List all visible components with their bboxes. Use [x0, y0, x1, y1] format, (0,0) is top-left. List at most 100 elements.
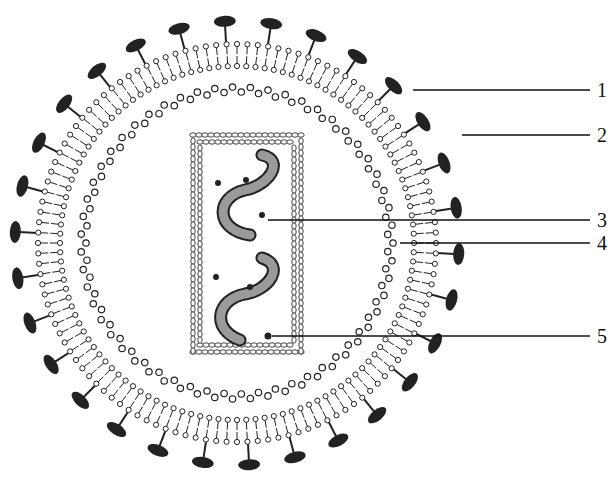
matrix-protein [117, 335, 123, 341]
lipid-head [409, 268, 414, 273]
lipid-tail [44, 202, 52, 204]
capsid-protein [190, 133, 196, 137]
lipid-tail [206, 430, 207, 438]
lipid-head [116, 372, 121, 377]
capsid-protein [226, 133, 232, 137]
lipid-head [262, 415, 267, 420]
lipid-head [180, 409, 185, 414]
glycoprotein-spike [29, 130, 49, 155]
capsid-protein [292, 199, 296, 205]
capsid-protein [202, 133, 208, 137]
capsid-protein [292, 350, 298, 354]
glycoprotein-spike [14, 174, 30, 198]
capsid-protein [292, 307, 296, 313]
lipid-head [73, 357, 78, 362]
matrix-protein [385, 248, 391, 254]
matrix-protein [374, 309, 380, 315]
matrix-protein [282, 388, 288, 394]
lipid-head [183, 48, 188, 53]
lipid-head [225, 64, 230, 69]
lipid-tail [255, 421, 257, 429]
enzyme-dot [265, 333, 272, 340]
matrix-protein [98, 306, 104, 312]
lipid-tail [396, 324, 403, 328]
lipid-tail [377, 111, 383, 116]
matrix-protein [108, 148, 114, 154]
capsid-protein [299, 210, 303, 216]
matrix-protein [373, 181, 379, 187]
lipid-head [420, 169, 425, 174]
capsid-protein [198, 325, 202, 331]
lipid-tail [70, 158, 77, 162]
lipid-head [433, 230, 438, 235]
lipid-head [173, 51, 178, 56]
matrix-protein [98, 317, 104, 323]
spike-stem [247, 443, 250, 461]
lipid-tail [80, 141, 87, 145]
lipid-head [126, 407, 131, 412]
capsid-protein [292, 223, 296, 229]
capsid-protein [275, 343, 281, 347]
capsid-protein [299, 282, 303, 288]
capsid-protein [198, 223, 202, 229]
lipid-head [403, 186, 408, 191]
capsid-protein [191, 312, 195, 318]
lipid-head [57, 331, 62, 336]
lipid-head [353, 109, 358, 114]
lipid-head [343, 407, 348, 412]
lipid-head [36, 251, 41, 256]
matrix-protein [204, 92, 210, 98]
lipid-tail [42, 273, 50, 274]
lipid-tail [292, 413, 294, 421]
lipid-tail [208, 58, 209, 66]
capsid-protein [299, 264, 303, 270]
lipid-head [296, 51, 301, 56]
lipid-tail [323, 411, 327, 418]
glycoprotein-spike [146, 441, 170, 459]
lipid-tail [255, 57, 257, 65]
lipid-tail [246, 46, 247, 54]
lipid-head [372, 352, 377, 357]
lipid-tail [216, 431, 218, 439]
capsid-protein [292, 181, 296, 187]
lipid-head [36, 230, 41, 235]
lipid-head [298, 75, 303, 80]
lipid-head [234, 41, 239, 46]
matrix-protein [194, 89, 200, 95]
lipid-head [146, 87, 151, 92]
lipid-tail [161, 72, 164, 79]
capsid-protein [299, 150, 303, 156]
lipid-tail [226, 46, 227, 54]
matrix-protein [343, 128, 349, 134]
spike-stem [159, 430, 165, 447]
capsid-protein [292, 325, 296, 331]
matrix-protein [314, 373, 320, 379]
spike-stem [34, 315, 51, 321]
matrix-protein [107, 158, 113, 164]
matrix-protein [289, 381, 295, 387]
matrix-protein [345, 342, 351, 348]
capsid-protein [299, 144, 303, 150]
capsid-protein [251, 343, 257, 347]
lipid-tail [121, 396, 126, 402]
lipid-head [431, 209, 436, 214]
matrix-protein [365, 324, 371, 330]
lipid-tail [265, 58, 266, 66]
matrix-protein [247, 395, 253, 401]
glycoprotein-spike [123, 36, 148, 56]
lipid-head [66, 186, 71, 191]
lipid-tail [392, 150, 399, 154]
capsid-protein [196, 133, 202, 137]
matrix-protein [289, 99, 295, 105]
capsid-protein [263, 343, 269, 347]
capsid-protein [220, 350, 226, 354]
matrix-protein [156, 110, 162, 116]
lipid-tail [404, 307, 411, 310]
capsid-protein [269, 140, 275, 144]
capsid-protein [292, 253, 296, 259]
capsid-protein [292, 175, 296, 181]
lipid-tail [371, 104, 377, 110]
lipid-head [323, 87, 328, 92]
capsid-protein [191, 204, 195, 210]
lipid-head [173, 430, 178, 435]
